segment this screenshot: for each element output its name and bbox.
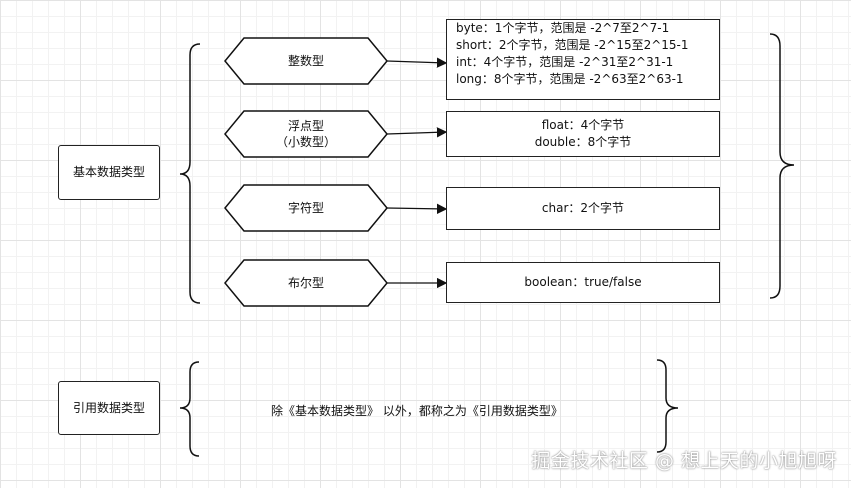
reference-types-note: 除《基本数据类型》 以外，都称之为《引用数据类型》	[271, 404, 563, 418]
double-detail: double：8个字节	[534, 135, 632, 149]
integer-type-label-wrap: 整数型	[230, 38, 382, 84]
char-arrow	[386, 203, 448, 215]
float-type-sublabel: （小数型）	[275, 135, 336, 149]
long-detail: long：8个字节，范围是 -2^63至2^63-1	[456, 72, 684, 86]
basic-types-title: 基本数据类型	[72, 165, 145, 179]
char-type-hexagon	[224, 184, 388, 232]
integer-details-box: byte：1个字节，范围是 -2^7至2^7-1 short：2个字节，范围是 …	[446, 19, 720, 100]
char-details-box: char：2个字节	[446, 187, 720, 230]
float-type-label-wrap: 浮点型 （小数型）	[230, 111, 382, 157]
watermark-text: 掘金技术社区 @ 想上天的小旭旭呀	[531, 450, 837, 472]
char-type-label: 字符型	[287, 201, 324, 215]
reference-types-title: 引用数据类型	[72, 400, 145, 415]
byte-detail: byte：1个字节，范围是 -2^7至2^7-1	[456, 21, 670, 35]
float-details-box: float：4个字节 double：8个字节	[446, 111, 720, 157]
char-detail: char：2个字节	[541, 201, 625, 215]
integer-type-hexagon	[224, 37, 388, 85]
boolean-type-hexagon	[224, 259, 388, 307]
int-detail: int：4个字节，范围是 -2^31至2^31-1	[456, 55, 674, 69]
boolean-type-label: 布尔型	[287, 276, 324, 290]
char-type-label-wrap: 字符型	[230, 185, 382, 231]
boolean-details-box: boolean：true/false	[446, 262, 720, 303]
boolean-detail: boolean：true/false	[524, 275, 642, 289]
reference-types-box: 引用数据类型	[58, 381, 160, 435]
reference-types-right-brace	[656, 359, 679, 453]
integer-arrow	[386, 57, 448, 68]
basic-types-right-brace	[769, 33, 795, 299]
integer-type-label: 整数型	[287, 54, 324, 68]
float-arrow	[386, 127, 448, 138]
basic-types-box: 基本数据类型	[58, 145, 160, 200]
reference-types-left-brace	[179, 361, 200, 457]
short-detail: short：2个字节，范围是 -2^15至2^15-1	[456, 38, 689, 52]
boolean-type-label-wrap: 布尔型	[230, 260, 382, 306]
basic-types-left-brace	[179, 43, 201, 304]
float-type-hexagon	[224, 110, 388, 158]
float-type-label: 浮点型	[287, 119, 324, 133]
float-detail: float：4个字节	[541, 118, 625, 132]
